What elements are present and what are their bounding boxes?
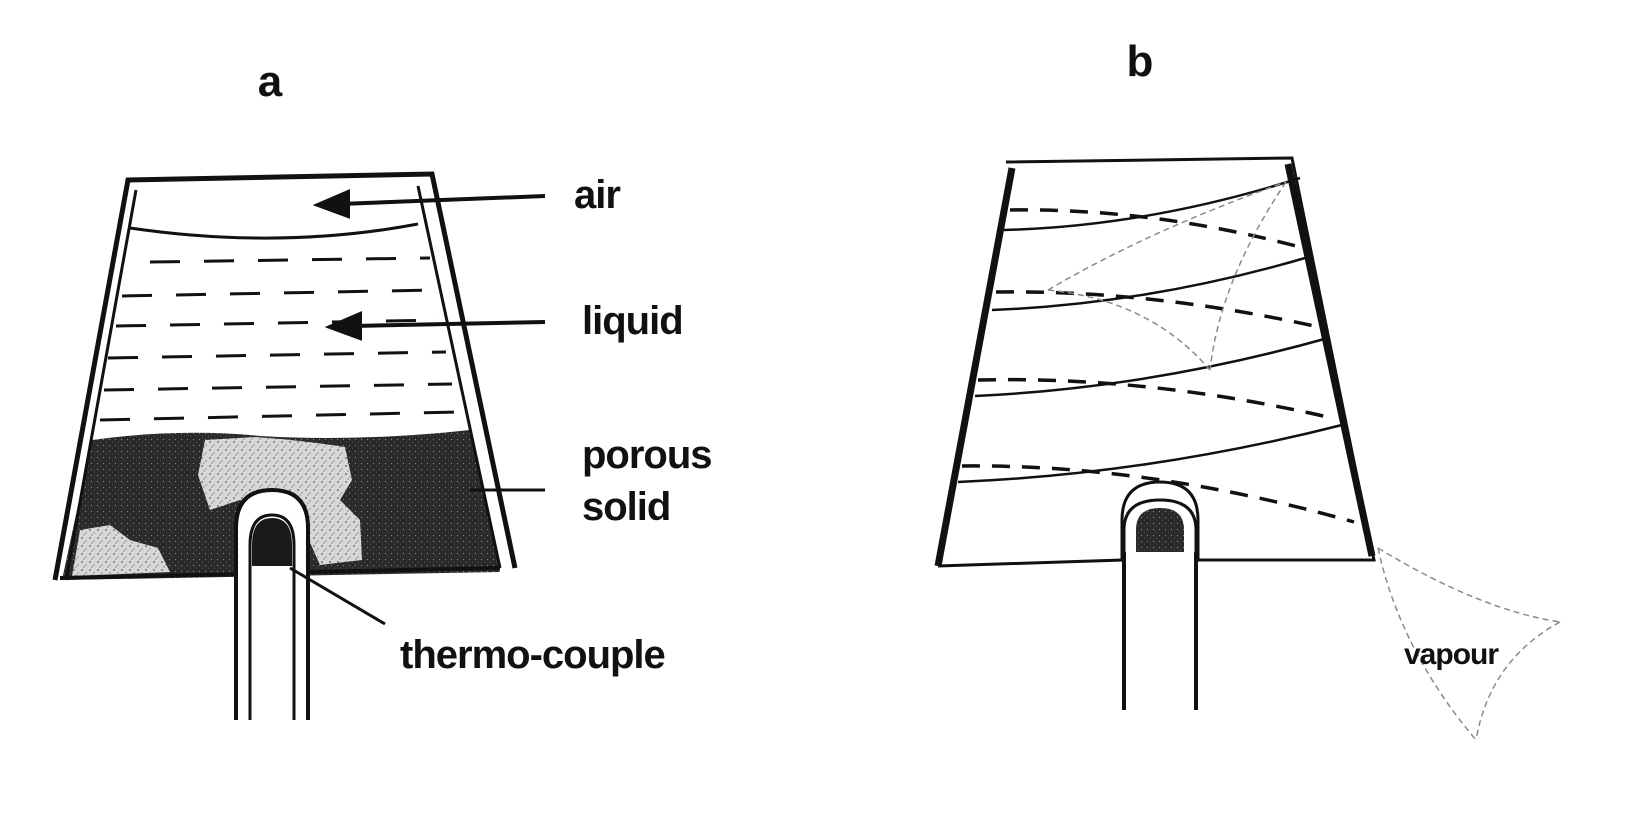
thermocouple-label: thermo-couple [400,633,665,677]
beaker-b-right-wall [1284,163,1376,557]
porous-solid-light-patch-left [72,525,170,576]
liquid-label: liquid [582,299,683,343]
liquid-dashes [99,256,459,422]
panel-b: b [934,37,1561,741]
thermocouple-well-inner [248,513,296,720]
thermocouple-pointer-line [289,566,386,626]
thermocouple-well-b [1122,498,1198,710]
air-arrow-line [339,194,546,206]
air-arrow-head [312,188,350,219]
beaker-inner-wall [64,185,502,581]
thermocouple-well [234,487,310,720]
beaker-base-line-right [309,566,501,574]
vapour-path [1377,547,1477,741]
porous-label-line2: solid [582,485,670,529]
liquid-arrow-head [324,310,362,341]
vapour-paths [1047,181,1561,741]
vapour-path [1377,547,1561,623]
vapour-path [1475,621,1561,741]
beaker-base-line [59,572,243,580]
liquid-dash-row [115,318,441,328]
liquid-dash-row [149,256,431,264]
vapour-path [1209,181,1287,371]
liquid-dash-row [99,410,459,422]
vapour-label: vapour [1404,638,1499,671]
isotherm-curve [991,254,1313,312]
air-label: air [574,173,620,217]
dashed-fronts [961,208,1355,524]
panel-a-label: a [258,57,283,106]
isotherm-curves [957,176,1347,484]
liquid-dash-row [121,288,437,298]
vapour-path [1047,289,1211,371]
thermocouple-b-tube [1122,498,1198,710]
dashed-front [1009,208,1297,248]
isotherm-curve [974,336,1329,398]
thermocouple-tip [252,518,292,566]
dashed-front [961,464,1355,524]
callouts-a [289,188,546,626]
panel-a: a [52,57,713,720]
beaker-outer-wall [52,171,518,581]
isotherm-curve [957,422,1347,484]
dashed-front [977,377,1333,420]
dashed-front [995,290,1315,328]
liquid-meniscus [129,222,419,240]
panel-b-label: b [1127,37,1154,86]
liquid-dash-row [107,350,447,360]
beaker-b-outer [937,156,1376,568]
porous-label-line1: porous [582,433,712,477]
thermocouple-b-tip [1136,508,1184,552]
vapour-path [1047,181,1287,291]
liquid-arrow-line [351,320,546,328]
isotherm-curve [1003,176,1301,232]
liquid-dash-row [103,382,453,392]
beaker-b-left-wall [934,167,1016,567]
